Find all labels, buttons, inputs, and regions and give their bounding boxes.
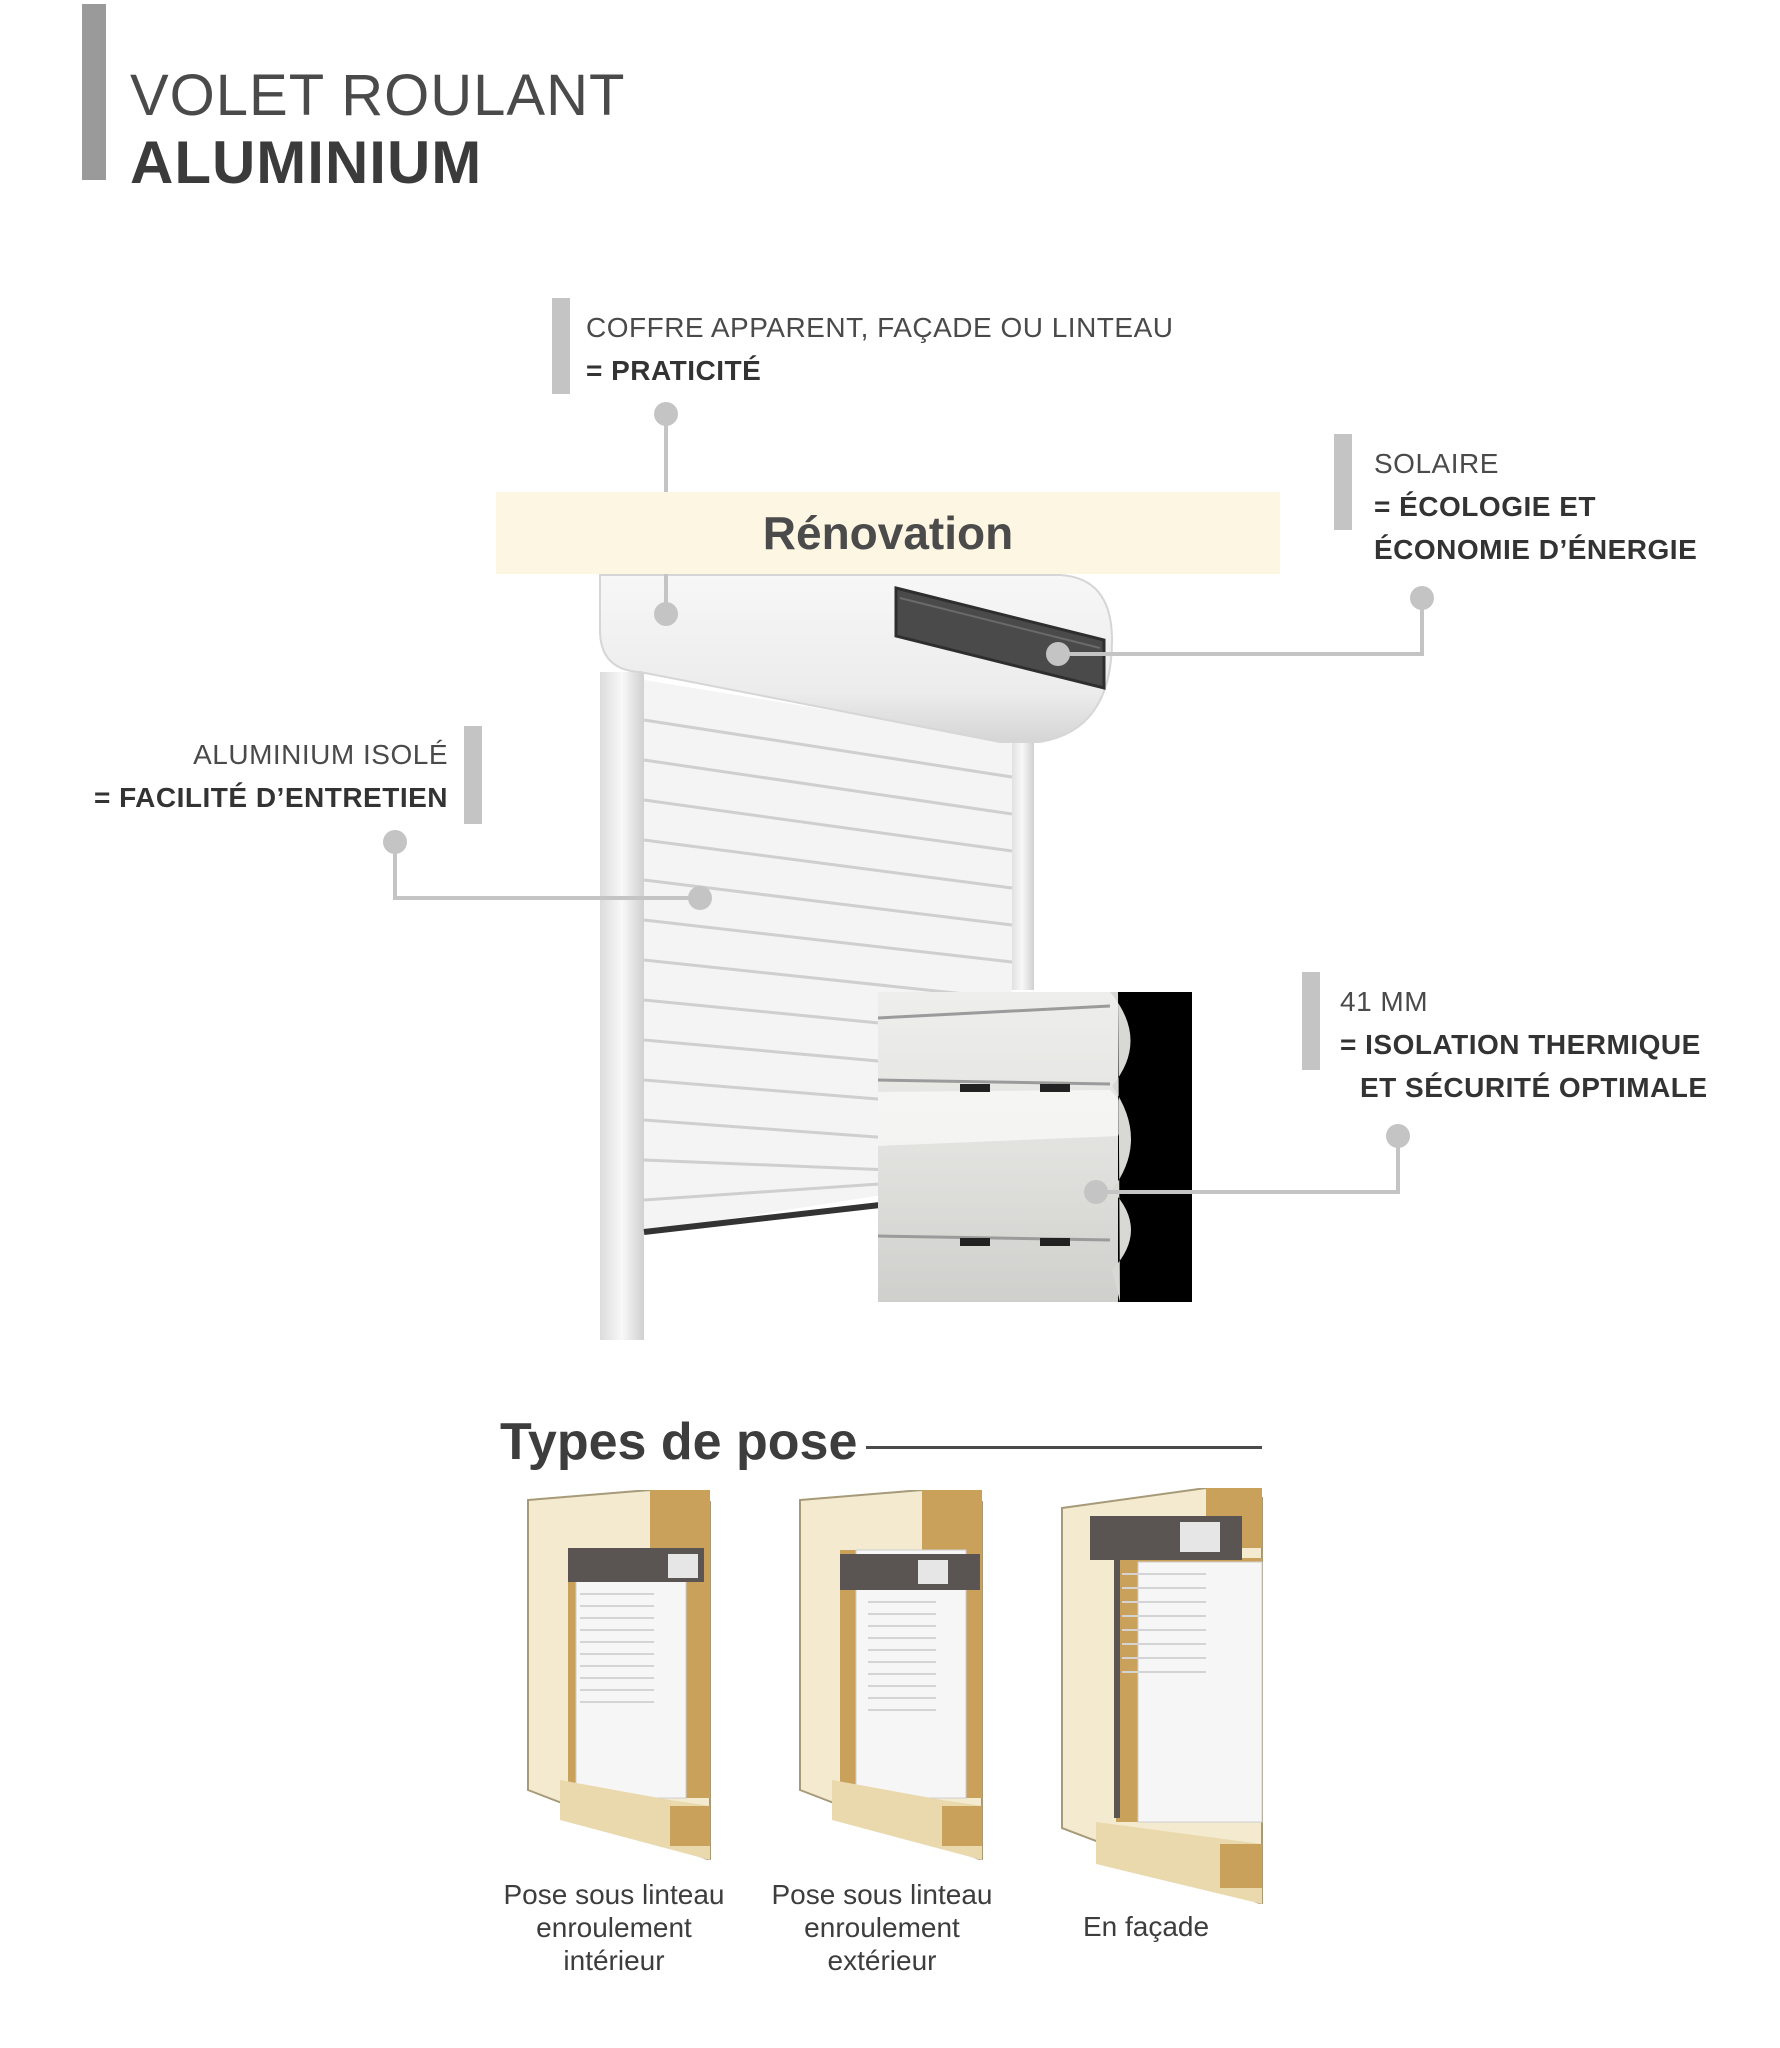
caption-exterieur-line1: Pose sous linteau [771, 1879, 993, 1910]
pose-caption-interieur: Pose sous linteau enroulement intérieur [484, 1878, 744, 1977]
caption-exterieur-line3: extérieur [827, 1945, 937, 1976]
pose-caption-exterieur: Pose sous linteau enroulement extérieur [752, 1878, 1012, 1977]
renovation-banner [496, 492, 1280, 574]
page-title-line1: VOLET ROULANT [130, 63, 626, 128]
caption-interieur-line2: enroulement [536, 1912, 692, 1943]
pose-caption-facade: En façade [1016, 1910, 1276, 1943]
feature-aluminium: ALUMINIUM ISOLÉ = FACILITÉ D’ENTRETIEN [40, 733, 448, 819]
feature-41mm-benefit-2: ET SÉCURITÉ OPTIMALE [1360, 1072, 1708, 1103]
types-heading-rule [866, 1446, 1262, 1449]
pose-illustration-exterieur [799, 1490, 983, 1860]
caption-interieur-line1: Pose sous linteau [503, 1879, 725, 1910]
right-guide-rail [1010, 740, 1034, 990]
caption-interieur-line3: intérieur [563, 1945, 665, 1976]
feature-41mm-label: 41 MM [1340, 986, 1429, 1017]
feature-coffre-label: COFFRE APPARENT, FAÇADE OU LINTEAU [586, 312, 1174, 343]
callout-bar-41mm [1302, 972, 1320, 1070]
feature-solaire-benefit-2: ÉCONOMIE D’ÉNERGIE [1374, 534, 1698, 565]
caption-exterieur-line2: enroulement [804, 1912, 960, 1943]
caption-facade-line1: En façade [1082, 1911, 1210, 1942]
slat-detail-inset [877, 992, 1192, 1302]
feature-solaire: SOLAIRE = ÉCOLOGIE ET ÉCONOMIE D’ÉNERGIE [1374, 442, 1697, 571]
callout-bar-solaire [1334, 434, 1352, 530]
feature-41mm: 41 MM = ISOLATION THERMIQUE ET SÉCURITÉ … [1340, 980, 1708, 1109]
feature-solaire-benefit-1: = ÉCOLOGIE ET [1374, 491, 1596, 522]
feature-aluminium-benefit: = FACILITÉ D’ENTRETIEN [93, 782, 448, 813]
left-guide-rail [600, 672, 644, 1340]
page-title-line2: ALUMINIUM [130, 129, 483, 196]
feature-solaire-label: SOLAIRE [1374, 448, 1499, 479]
feature-coffre-benefit: = PRATICITÉ [586, 355, 762, 386]
renovation-label: Rénovation [762, 507, 1014, 559]
types-heading: Types de pose [500, 1413, 858, 1471]
callout-bar-coffre [552, 298, 570, 394]
title-accent-bar [82, 4, 106, 180]
product-illustration [383, 402, 1434, 1340]
callout-bar-aluminium [464, 726, 482, 824]
pose-illustration-facade [1061, 1488, 1263, 1904]
callout-dots [383, 402, 1434, 1204]
feature-41mm-benefit-1: = ISOLATION THERMIQUE [1340, 1029, 1701, 1060]
pose-illustration-interieur [527, 1490, 711, 1860]
feature-aluminium-label: ALUMINIUM ISOLÉ [193, 739, 448, 770]
feature-coffre: COFFRE APPARENT, FAÇADE OU LINTEAU = PRA… [586, 306, 1173, 392]
